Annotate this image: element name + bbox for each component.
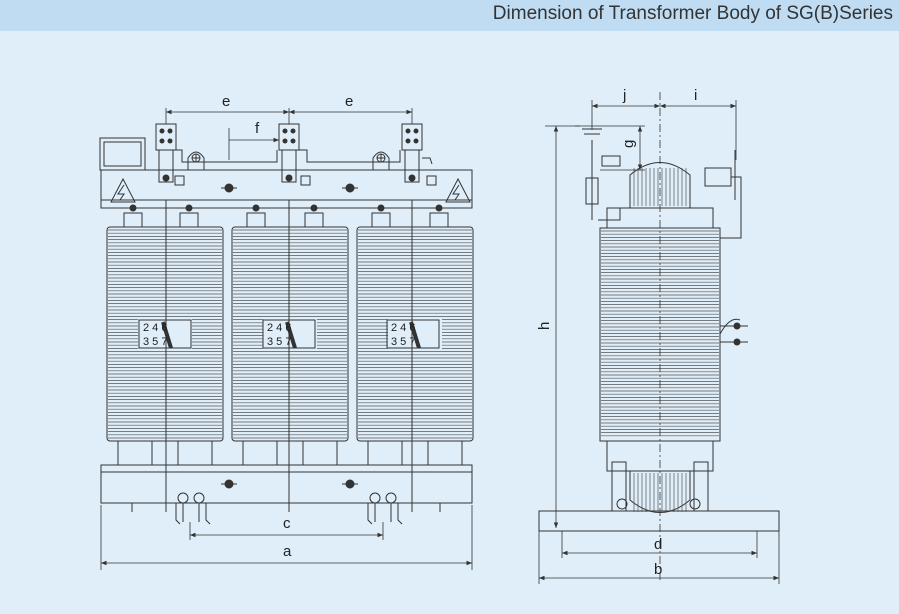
tap-label-top: 2 4 6 xyxy=(267,322,291,334)
side-coil xyxy=(599,227,721,442)
dim-label-b: b xyxy=(654,561,662,578)
core-lamination-stripes xyxy=(633,168,687,512)
coil-winding-stripes xyxy=(108,229,472,439)
warning-sign-right xyxy=(445,177,471,203)
tap-changer-1 xyxy=(138,319,192,349)
dim-label-e-right: e xyxy=(345,93,353,110)
title-bar: Dimension of Transformer Body of SG(B)Se… xyxy=(0,0,899,31)
wheel-right xyxy=(367,492,403,525)
core-top xyxy=(629,162,691,208)
dim-label-g: g xyxy=(620,140,637,148)
dim-label-i: i xyxy=(694,87,697,104)
coil-2 xyxy=(231,226,349,442)
tap-label-top: 2 4 6 xyxy=(143,322,167,334)
dim-label-j: j xyxy=(622,87,626,104)
side-base xyxy=(538,510,780,532)
dim-label-a: a xyxy=(283,543,292,560)
lifting-lug-left xyxy=(187,151,205,170)
hv-terminal-left xyxy=(155,123,185,186)
tap-changer-3 xyxy=(386,319,440,349)
side-tap-terminals xyxy=(719,318,748,346)
tap-label-bottom: 3 5 7 xyxy=(143,336,167,348)
hv-terminal-right xyxy=(401,123,437,186)
front-view xyxy=(99,123,474,525)
control-box xyxy=(99,137,146,171)
tap-changer-2 xyxy=(262,319,316,349)
dim-label-h: h xyxy=(536,322,553,330)
side-lv-insulator xyxy=(704,150,742,239)
side-view xyxy=(538,128,780,532)
lifting-lug-right xyxy=(372,151,390,170)
wheel-left xyxy=(175,492,211,525)
dim-label-f: f xyxy=(255,120,260,137)
front-dimension-lines xyxy=(100,108,473,570)
tap-label-bottom: 3 5 7 xyxy=(391,336,415,348)
warning-sign-left xyxy=(110,177,136,203)
tap-label-top: 2 4 6 xyxy=(391,322,415,334)
dim-label-d: d xyxy=(654,536,662,553)
side-hv-bushing xyxy=(582,128,621,221)
bottom-clamp-beam xyxy=(100,464,473,504)
tap-label-bottom: 3 5 7 xyxy=(267,336,291,348)
coil-bottom-spacers xyxy=(117,440,463,466)
transformer-drawing: 2 4 6 3 5 7 2 4 6 3 5 7 2 4 6 3 5 7 e e … xyxy=(99,87,780,584)
side-dimension-lines xyxy=(538,92,780,584)
dim-label-c: c xyxy=(283,515,291,532)
dim-label-e-left: e xyxy=(222,93,230,110)
side-coil-winding-stripes xyxy=(601,230,719,437)
coil-3 xyxy=(356,226,474,442)
tap-labels: 2 4 6 3 5 7 2 4 6 3 5 7 2 4 6 3 5 7 xyxy=(143,322,415,348)
hv-terminal-middle xyxy=(278,123,311,186)
diagram-title: Dimension of Transformer Body of SG(B)Se… xyxy=(492,3,893,24)
coil-1 xyxy=(106,226,224,442)
top-clamp-beam xyxy=(100,169,473,209)
